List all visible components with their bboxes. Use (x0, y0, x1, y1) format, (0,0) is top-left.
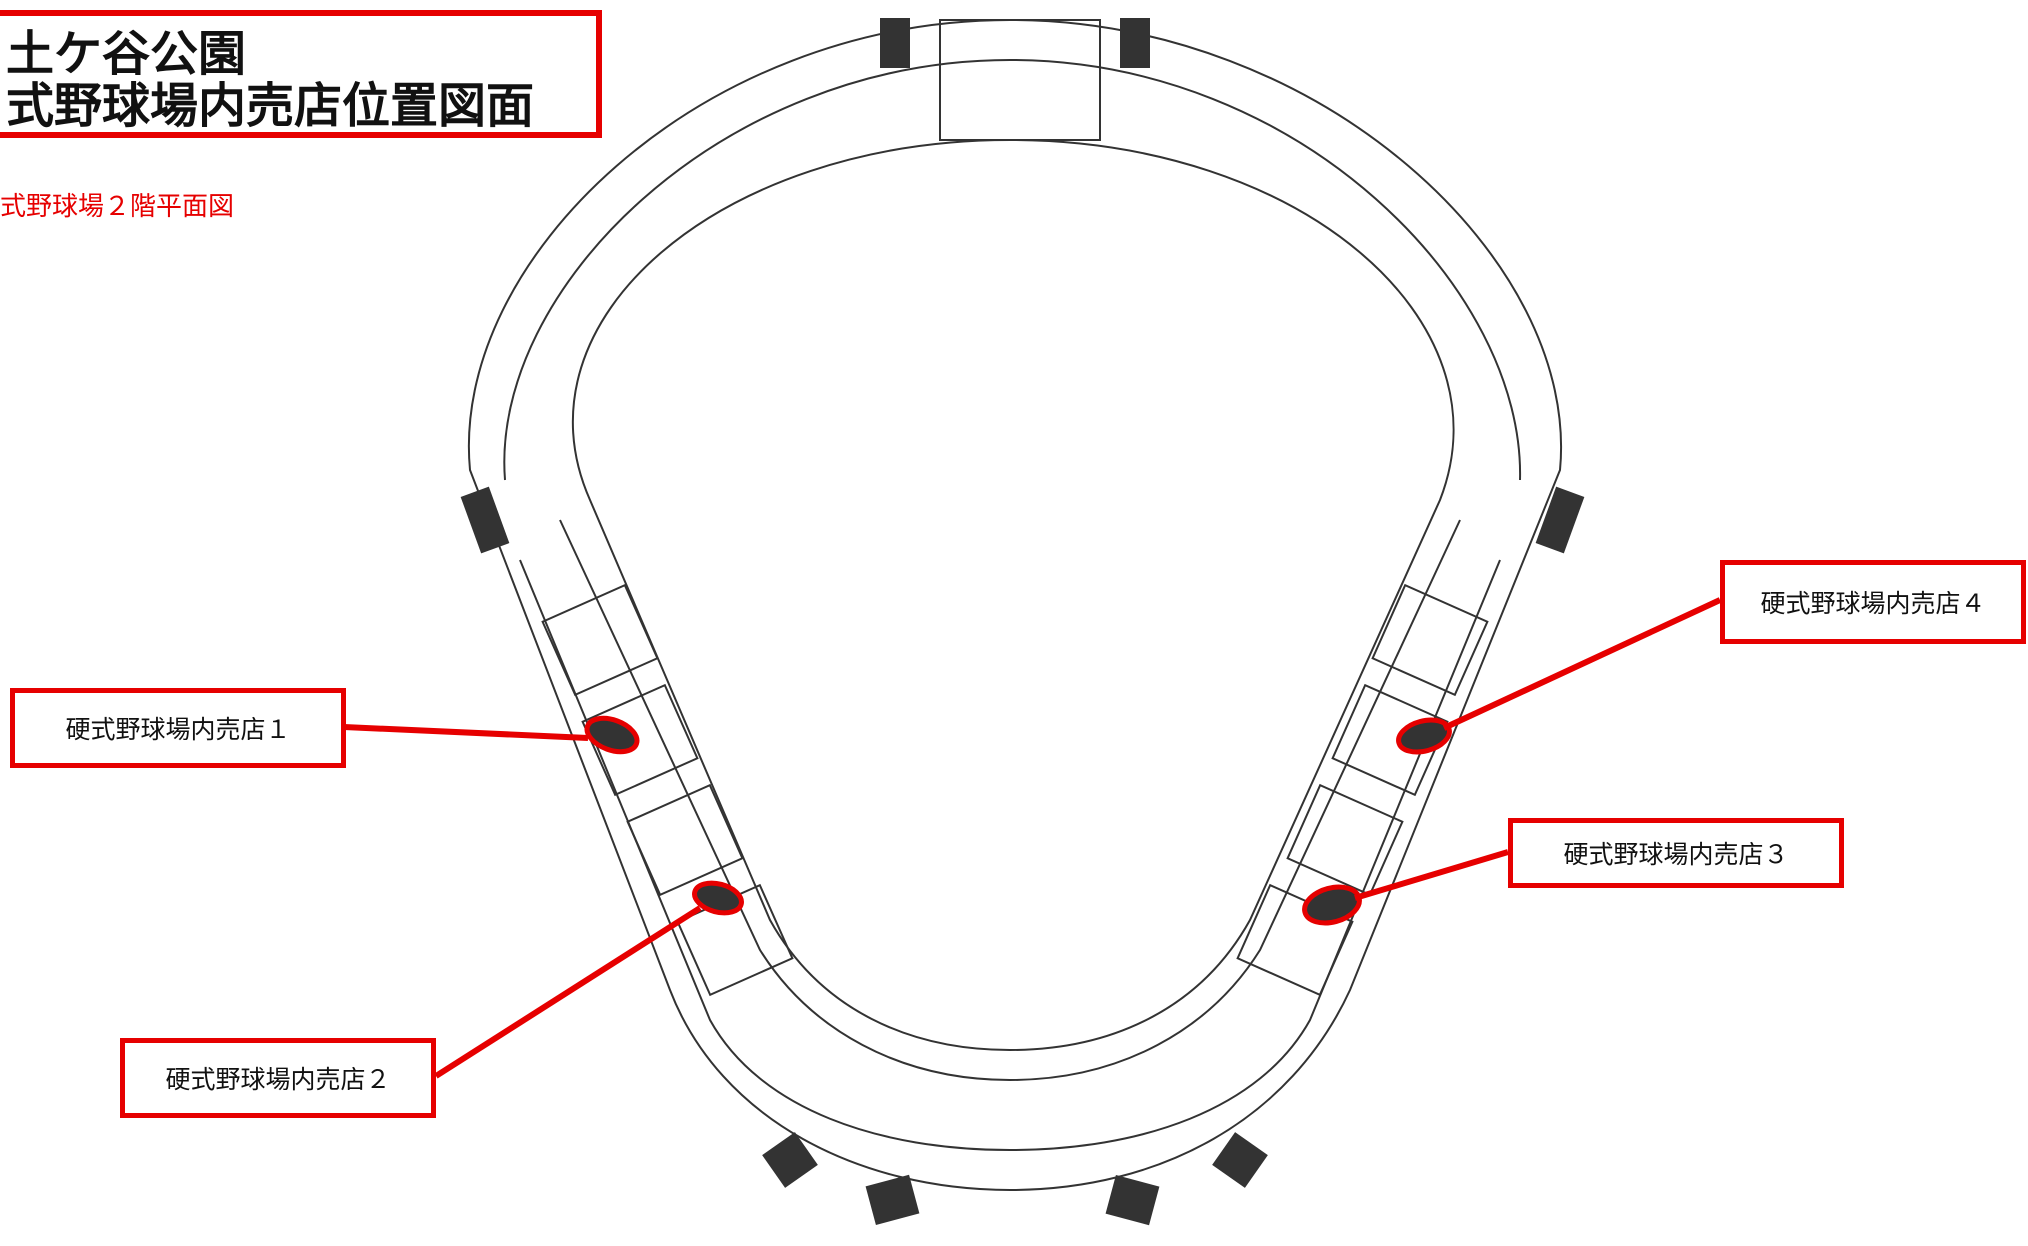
store-label-1: 硬式野球場内売店１ (10, 688, 346, 768)
seating-band-right (1009, 519, 1461, 1081)
title-line-2: 式野球場内売店位置図面 (6, 78, 535, 134)
store-marker-3 (1302, 884, 1362, 926)
scoreboard (939, 19, 1101, 141)
store-label-3: 硬式野球場内売店３ (1508, 818, 1844, 888)
concourse-left (519, 559, 1011, 1151)
seating-band-left (559, 519, 1011, 1081)
store-markers (584, 715, 1452, 926)
rooms-left (541, 583, 794, 997)
title-line-1: 土ケ谷公園 (6, 26, 247, 82)
store-marker-1 (584, 715, 640, 755)
store-marker-2 (692, 880, 744, 916)
rooms-right (1236, 583, 1489, 997)
stadium-upper-ring (503, 58, 1522, 481)
title-box: 土ケ谷公園 式野球場内売店位置図面 (0, 10, 602, 138)
map-subtitle: 式野球場２階平面図 (0, 192, 235, 222)
store-marker-4 (1396, 717, 1452, 755)
store-label-4: 硬式野球場内売店４ (1720, 560, 2026, 644)
stair-blocks (460, 18, 1585, 1226)
leader-lines (343, 597, 1722, 1079)
concourse-right (1009, 559, 1501, 1151)
field-outline (571, 138, 1455, 1052)
store-label-2: 硬式野球場内売店２ (120, 1038, 436, 1118)
